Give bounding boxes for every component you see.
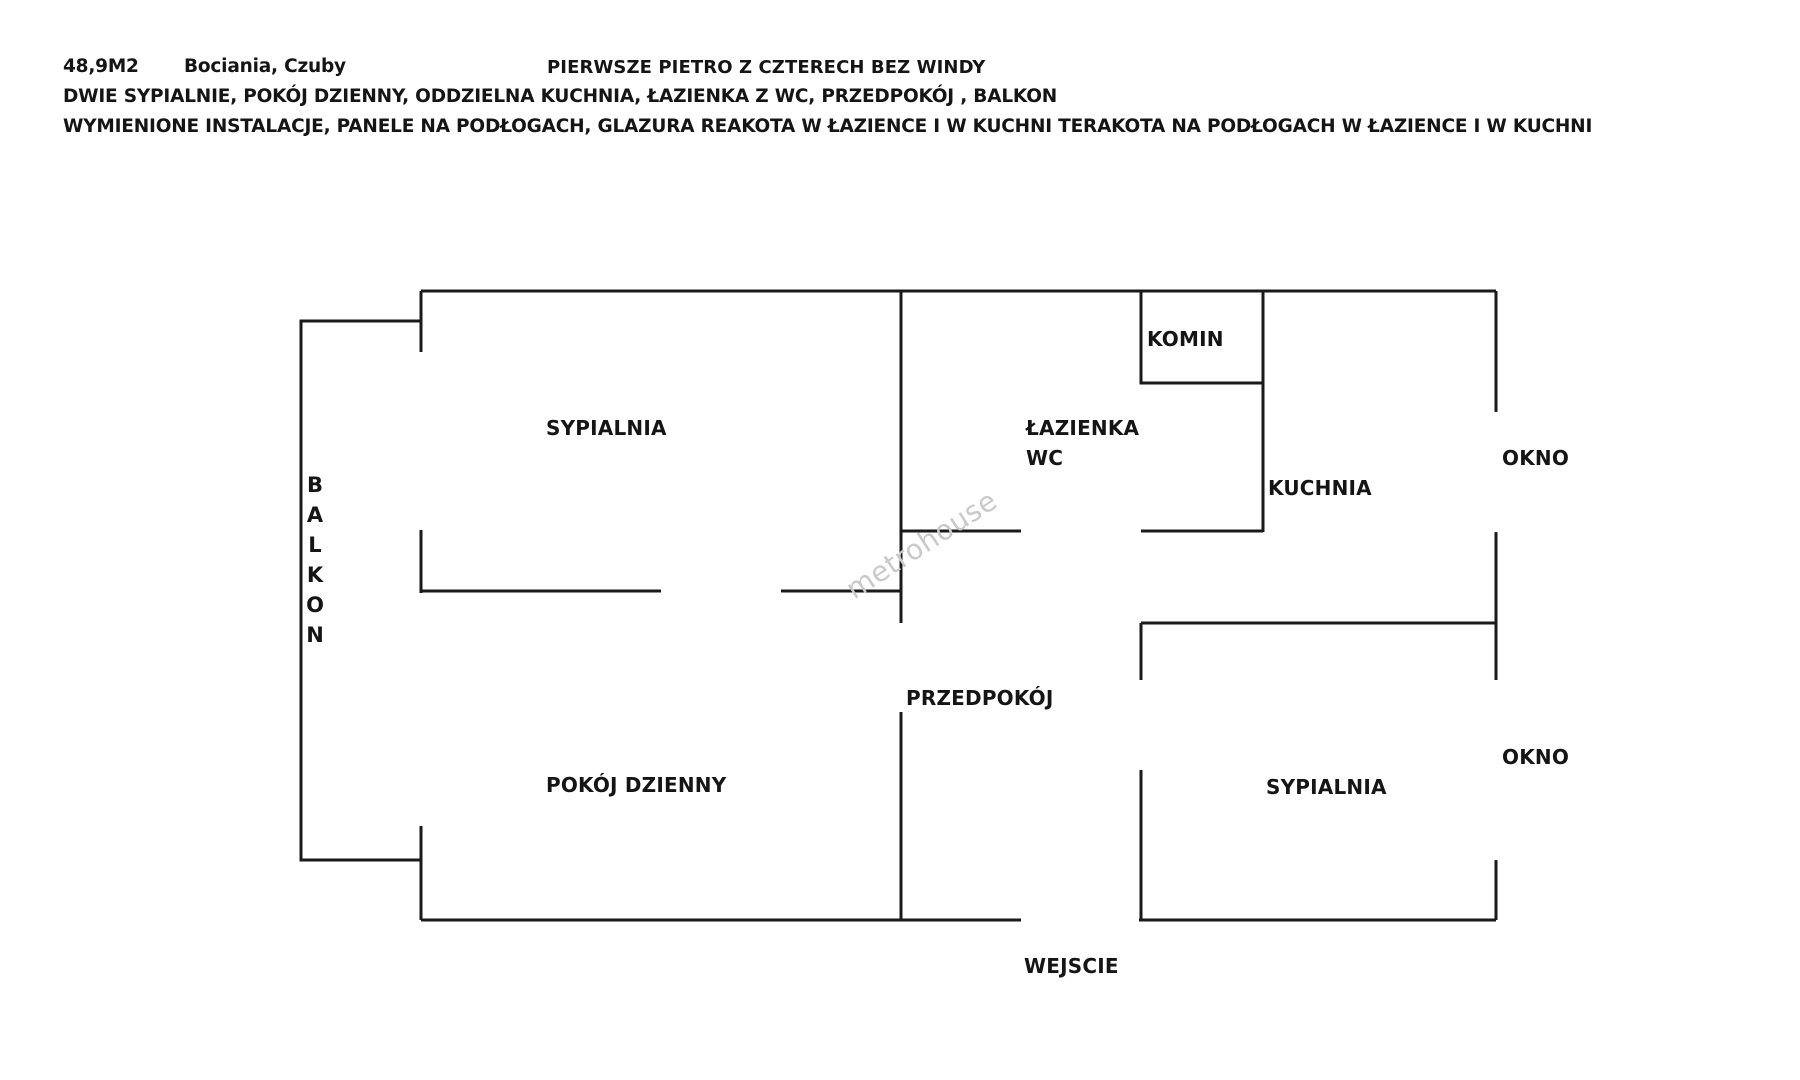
- area-text: 48,9M2: [63, 56, 139, 77]
- room-label-bedroom-top: SYPIALNIA: [546, 416, 667, 440]
- window-label-bottom: OKNO: [1502, 745, 1570, 769]
- balcony-outline: [299, 319, 421, 862]
- floor-info-text: PIERWSZE PIETRO Z CZTERECH BEZ WINDY: [547, 57, 986, 78]
- room-label-hallway: PRZEDPOKÓJ: [906, 686, 1054, 710]
- room-label-living-room: POKÓJ DZIENNY: [546, 773, 727, 797]
- room-label-bedroom-bottom: SYPIALNIA: [1266, 775, 1387, 799]
- chimney-box: [1139, 291, 1263, 385]
- entrance-label: WEJSCIE: [1024, 954, 1119, 978]
- room-label-balcony: BALKON: [306, 473, 324, 647]
- window-label-top: OKNO: [1502, 446, 1570, 470]
- room-label-bathroom: ŁAZIENKA: [1026, 416, 1140, 440]
- room-label-chimney: KOMIN: [1147, 327, 1224, 351]
- rooms-summary-text: DWIE SYPIALNIE, POKÓJ DZIENNY, ODDZIELNA…: [63, 86, 1058, 107]
- room-label-wc: WC: [1026, 446, 1064, 470]
- location-text: Bociania, Czuby: [184, 56, 346, 77]
- finish-details-text: WYMIENIONE INSTALACJE, PANELE NA PODŁOGA…: [63, 116, 1593, 137]
- room-label-kitchen: KUCHNIA: [1268, 476, 1372, 500]
